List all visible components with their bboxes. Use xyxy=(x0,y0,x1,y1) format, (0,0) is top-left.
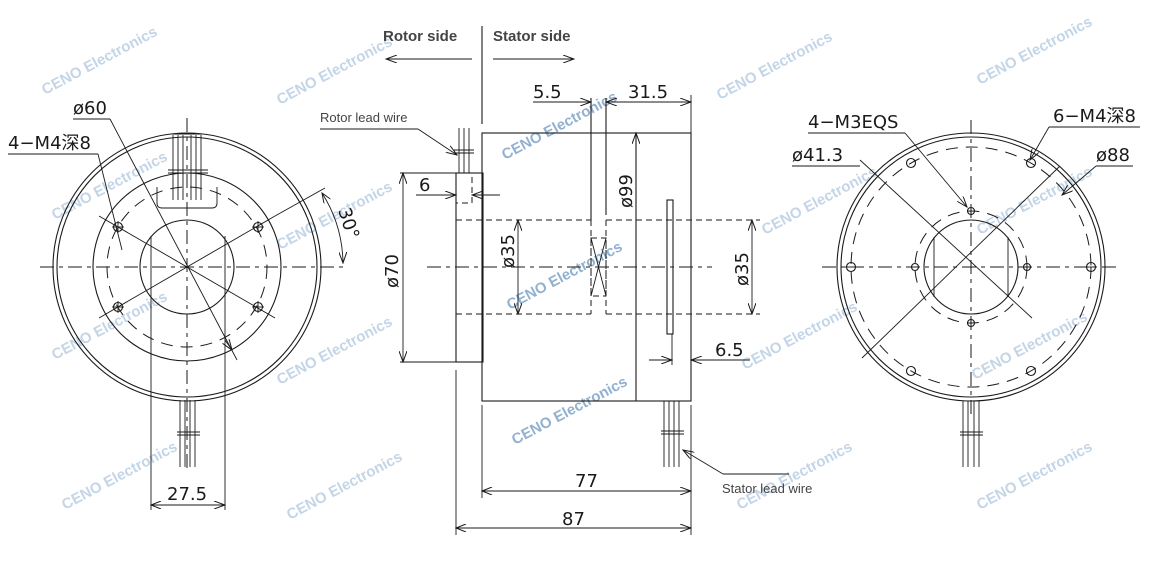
watermark: CENO Electronics xyxy=(39,23,160,98)
watermark: CENO Electronics xyxy=(714,28,835,103)
dim-dia-70: ø70 xyxy=(382,254,403,288)
watermark: CENO Electronics xyxy=(974,438,1095,513)
watermark: CENO Electronics xyxy=(49,148,170,223)
mounting-hole xyxy=(252,301,264,313)
watermark: CENO Electronics xyxy=(734,438,855,513)
rotor-lead-wire-top xyxy=(156,133,218,209)
dim-6: 6 xyxy=(419,175,430,196)
watermark: CENO Electronics xyxy=(504,238,625,313)
side-view: Rotor side Stator side xyxy=(320,26,812,535)
dim-5-5: 5.5 xyxy=(533,82,562,103)
inner-hole xyxy=(966,206,976,216)
mounting-hole xyxy=(112,301,124,313)
dim-length-87: 87 xyxy=(562,509,585,530)
left-end-view: ø60 4−M4深8 30° 27.5 xyxy=(8,98,363,510)
watermark: CENO Electronics xyxy=(974,13,1095,88)
right-end-view: 4−M3EQS ø41.3 6−M4深8 ø88 xyxy=(792,106,1140,467)
watermark: CENO Electronics xyxy=(284,448,405,523)
outer-hole xyxy=(845,261,857,273)
watermark: CENO Electronics xyxy=(974,163,1095,238)
dim-width-27-5: 27.5 xyxy=(167,484,207,505)
hole-spec-outer: 6−M4深8 xyxy=(1053,106,1136,127)
rotor-lead-wire-label: Rotor lead wire xyxy=(320,110,407,125)
dim-pcd-60: ø60 xyxy=(73,98,107,119)
dim-6-5: 6.5 xyxy=(715,340,744,361)
watermark: CENO Electronics xyxy=(739,298,860,373)
dim-pcd-41-3: ø41.3 xyxy=(792,145,843,166)
mounting-hole xyxy=(112,221,124,233)
dim-pcd-88: ø88 xyxy=(1096,145,1130,166)
watermark: CENO Electronics xyxy=(509,373,630,448)
watermark: CENO Electronics xyxy=(759,163,880,238)
stator-lead-wire xyxy=(661,401,684,467)
hole-spec-left: 4−M4深8 xyxy=(8,133,91,154)
stator-lead-wire-label: Stator lead wire xyxy=(722,481,812,496)
watermark: CENO Electronics xyxy=(274,33,395,108)
watermark: CENO Electronics xyxy=(59,438,180,513)
dim-31-5: 31.5 xyxy=(628,82,668,103)
outer-hole xyxy=(1085,261,1097,273)
outer-hole xyxy=(905,365,917,377)
dim-dia-35-left: ø35 xyxy=(498,234,519,268)
rotor-side-label: Rotor side xyxy=(383,28,457,45)
stator-lead-wire-end xyxy=(960,401,983,467)
inner-hole xyxy=(910,262,920,272)
watermarks: CENO Electronics CENO Electronics CENO E… xyxy=(39,13,1095,523)
dim-length-77: 77 xyxy=(575,471,598,492)
dim-dia-35-right: ø35 xyxy=(732,252,753,286)
outer-hole xyxy=(1025,365,1037,377)
inner-hole xyxy=(966,318,976,328)
inner-hole xyxy=(1022,262,1032,272)
stator-side-label: Stator side xyxy=(493,28,571,45)
dim-dia-99: ø99 xyxy=(616,174,637,208)
outer-hole xyxy=(905,157,917,169)
hole-spec-inner: 4−M3EQS xyxy=(808,112,898,133)
rotor-lead-wire xyxy=(454,128,474,204)
watermark: CENO Electronics xyxy=(274,178,395,253)
rotor-lead-wire-bottom xyxy=(177,400,200,467)
mounting-hole xyxy=(252,221,264,233)
